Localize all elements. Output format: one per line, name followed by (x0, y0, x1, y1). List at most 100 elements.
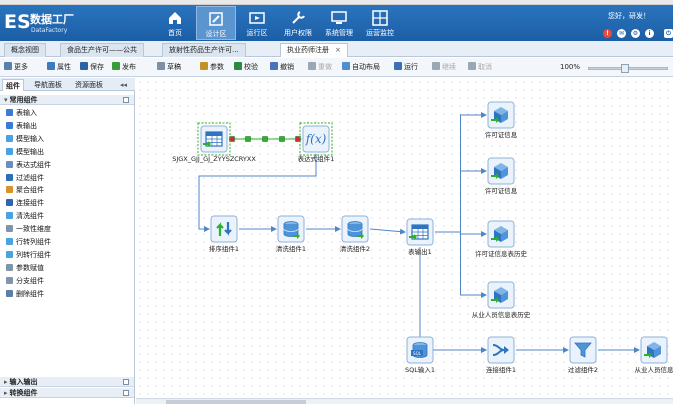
toolbar-check-button[interactable]: 校验 (234, 61, 258, 74)
power-icon[interactable]: ⏻ (664, 29, 673, 38)
component-item[interactable]: 连接组件 (6, 198, 44, 208)
close-tab-icon[interactable]: × (335, 46, 341, 54)
flow-node-filter[interactable]: 过滤组件2 (568, 336, 598, 374)
flow-node-clean[interactable]: 清洗组件1 (276, 215, 306, 253)
section-2[interactable]: ▸转换组件 (0, 388, 134, 398)
doc-tab-3[interactable]: 执业药师注册× (280, 43, 348, 57)
edge-handle[interactable] (245, 136, 251, 142)
component-label: 连接组件 (16, 199, 44, 208)
toolbar-resume-button[interactable]: 继续 (432, 61, 456, 74)
component-item[interactable]: 模型输出 (6, 147, 44, 157)
toolbar-param-button[interactable]: 参数 (200, 61, 224, 74)
info-icon[interactable]: i (645, 29, 654, 38)
section-toggle-icon[interactable] (123, 390, 129, 396)
flow-node-model-output[interactable]: 许可证信息 (485, 101, 518, 139)
draft-icon (157, 62, 165, 70)
component-item[interactable]: 清洗组件 (6, 211, 44, 221)
flow-node-clean[interactable]: 清洗组件2 (340, 215, 370, 253)
component-item[interactable]: 一致性维度 (6, 224, 51, 234)
flow-node-model-output[interactable]: 从业人员信息表历史 (472, 281, 531, 319)
component-item[interactable]: 参数赋值 (6, 263, 44, 273)
section-toggle-icon[interactable] (123, 379, 129, 385)
flow-node-sort[interactable]: 排序组件1 (209, 215, 239, 253)
doc-tab-label: 食品生产许可——公共 (67, 46, 137, 54)
panel-tab-2[interactable]: 资源面板 (75, 81, 103, 89)
document-tabs: 概念视图 食品生产许可——公共 放射性药品生产许可... 执业药师注册× (0, 41, 673, 57)
section-toggle-icon[interactable] (123, 97, 129, 103)
flow-edge[interactable] (435, 231, 487, 298)
toolbar-more-button[interactable]: 更多 (4, 61, 28, 74)
flow-node-model-output[interactable]: 许可证信息表历史 (475, 220, 528, 258)
edge-handle[interactable] (229, 136, 235, 142)
edge-handle[interactable] (262, 136, 268, 142)
flow-edge[interactable] (435, 168, 487, 233)
flow-node-label: 清洗组件2 (340, 244, 370, 253)
component-item[interactable]: 聚合组件 (6, 185, 44, 195)
component-label: 模型输出 (16, 147, 44, 156)
flow-node-table-input[interactable]: SJGX_GJJ_GJ_ZYYSZCRYXX (172, 122, 256, 163)
doc-tab-label: 概念视图 (11, 46, 39, 54)
zoom-slider[interactable] (588, 64, 668, 73)
nav-home[interactable]: 首页 (155, 6, 195, 40)
toolbar-publish-button[interactable]: 发布 (112, 61, 136, 74)
flow-edge[interactable] (369, 228, 406, 235)
flow-edge[interactable] (198, 154, 317, 232)
nav-label: 运行区 (246, 29, 268, 37)
component-item[interactable]: 行转列组件 (6, 237, 51, 247)
component-item[interactable]: 删除组件 (6, 289, 44, 299)
doc-tab-label: 放射性药品生产许可... (169, 46, 239, 54)
toolbar-label: 发布 (122, 63, 136, 71)
nav-grid[interactable]: 运营监控 (360, 6, 400, 40)
flow-node-join[interactable]: 连接组件1 (486, 336, 516, 374)
settings-icon[interactable]: ⚙ (631, 29, 640, 38)
component-item[interactable]: 表输出 (6, 121, 37, 131)
collapse-panel-icon[interactable]: ◂◂ (120, 81, 128, 89)
doc-tab-0[interactable]: 概念视图 (4, 43, 46, 57)
doc-tab-1[interactable]: 食品生产许可——公共 (60, 43, 144, 57)
flow-node-model-output[interactable]: 许可证信息 (485, 157, 518, 195)
toolbar-draft-button[interactable]: 草稿 (157, 61, 181, 74)
component-item[interactable]: 分支组件 (6, 276, 44, 286)
component-item[interactable]: 过滤组件 (6, 173, 44, 183)
scrollbar-thumb[interactable] (166, 400, 306, 404)
flow-edge[interactable] (419, 247, 487, 353)
flow-node-expression[interactable]: f(x)表达式组件1 (298, 122, 335, 163)
section-1[interactable]: ▸输入输出 (0, 377, 134, 387)
section-common-components[interactable]: ▾常用组件 (0, 95, 134, 105)
toolbar-run-button[interactable]: 运行 (394, 61, 418, 74)
component-icon (6, 212, 13, 220)
nav-monitor[interactable]: 系统管理 (319, 6, 359, 40)
run-icon (394, 62, 402, 70)
mail-icon[interactable]: ✉ (617, 29, 626, 38)
browser-tab-strip (0, 0, 673, 5)
flow-node-table-output[interactable]: 表输出1 (406, 218, 434, 256)
component-item[interactable]: 模型输入 (6, 134, 44, 144)
flow-canvas[interactable]: SJGX_GJJ_GJ_ZYYSZCRYXX f(x)表达式组件1 排序组件1 清洗组… (136, 78, 673, 404)
panel-tab-1[interactable]: 导航面板 (34, 81, 62, 89)
zoom-slider-thumb[interactable] (621, 64, 630, 73)
canvas-horizontal-scrollbar[interactable] (136, 398, 673, 404)
component-item[interactable]: 表输入 (6, 108, 37, 118)
section-title: 常用组件 (9, 96, 38, 104)
doc-tab-2[interactable]: 放射性药品生产许可... (162, 43, 246, 57)
flow-node-model-output[interactable]: 从业人员信息 (635, 336, 673, 374)
nav-edit[interactable]: 设计区 (196, 6, 236, 40)
toolbar-undo-button[interactable]: 撤销 (270, 61, 294, 74)
component-item[interactable]: 表达式组件 (6, 160, 51, 170)
edge-handle[interactable] (279, 136, 285, 142)
panel-tab-0[interactable]: 组件 (2, 79, 24, 91)
toolbar-save-button[interactable]: 保存 (80, 61, 104, 74)
toolbar-redo-button[interactable]: 重做 (308, 61, 332, 74)
toolbar-cancel-button[interactable]: 取消 (468, 61, 492, 74)
nav-wrench[interactable]: 用户权限 (278, 6, 318, 40)
cancel-icon (468, 62, 476, 70)
toolbar-label: 运行 (404, 63, 418, 71)
warning-icon[interactable]: ! (603, 29, 612, 38)
toolbar-layout-button[interactable]: 自动布局 (342, 61, 380, 74)
toolbar-property-button[interactable]: 属性 (47, 61, 71, 74)
nav-run[interactable]: 运行区 (237, 6, 277, 40)
flow-node-label: SJGX_GJJ_GJ_ZYYSZCRYXX (172, 155, 256, 163)
component-item[interactable]: 列转行组件 (6, 250, 51, 260)
svg-text:f(x): f(x) (305, 132, 327, 146)
